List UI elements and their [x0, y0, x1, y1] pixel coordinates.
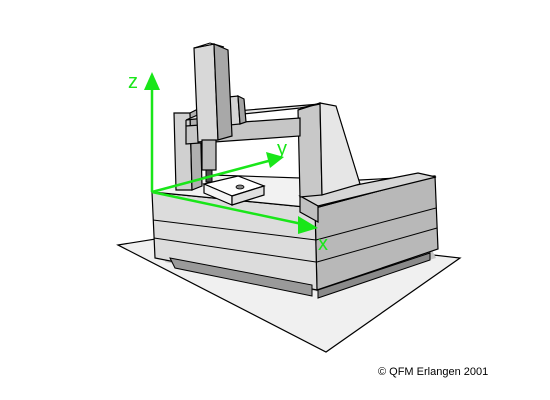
coordinate-axes — [144, 72, 318, 234]
base-groove-front — [152, 219, 317, 241]
z-axis-arrowhead — [144, 72, 160, 90]
bridge-right-column-front — [297, 102, 323, 198]
copyright-notice: © QFM Erlangen 2001 — [378, 366, 489, 378]
base-foot — [169, 257, 313, 297]
z-ram-side — [213, 43, 233, 141]
bridge-right-column-side — [319, 102, 361, 196]
base-groove-side2 — [316, 227, 438, 263]
guide-rail-front — [299, 194, 319, 224]
workpiece-hole — [235, 184, 245, 190]
y-axis-line — [151, 158, 273, 194]
base-groove-front2 — [153, 237, 317, 263]
x-axis-label: x — [318, 233, 328, 255]
z-axis-label: z — [128, 71, 138, 93]
y-axis-label: y — [277, 138, 287, 160]
base-foot-side — [317, 252, 431, 299]
z-ram-top — [193, 42, 225, 49]
probe-head — [201, 139, 217, 171]
bridge-left-column-front — [173, 112, 193, 191]
carriage-side — [237, 94, 247, 125]
base-groove-side — [315, 207, 437, 241]
y-axis-arrowhead — [266, 152, 284, 168]
x-axis-line — [151, 190, 303, 226]
workpiece-side — [231, 185, 265, 206]
x-axis-arrowhead — [298, 216, 318, 234]
